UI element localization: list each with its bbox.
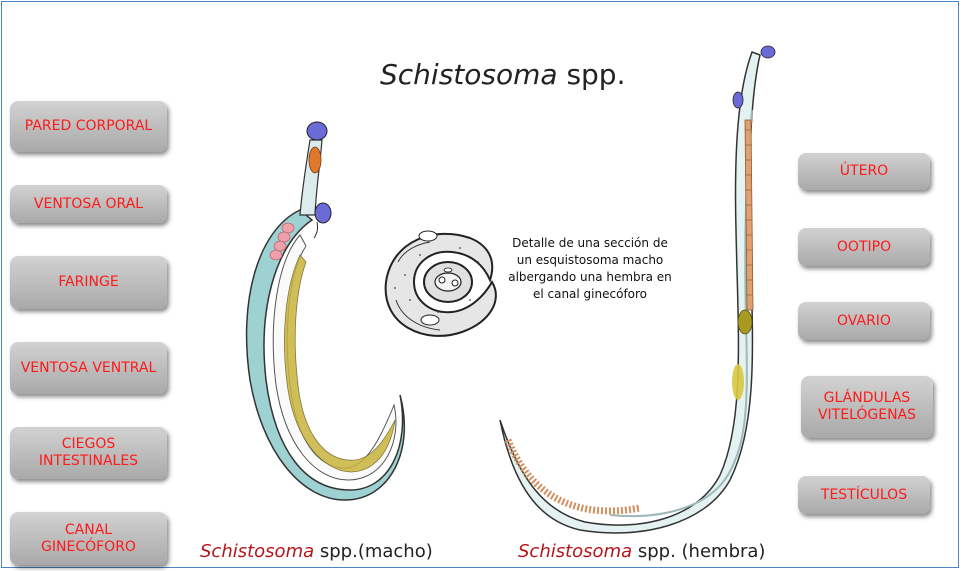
section-description: Detalle de una sección de un esquistosom…: [508, 235, 672, 303]
male-caption: Schistosoma spp.(macho): [200, 541, 433, 562]
female-caption: Schistosoma spp. (hembra): [518, 541, 765, 562]
cross-section-illustration: [380, 224, 498, 339]
